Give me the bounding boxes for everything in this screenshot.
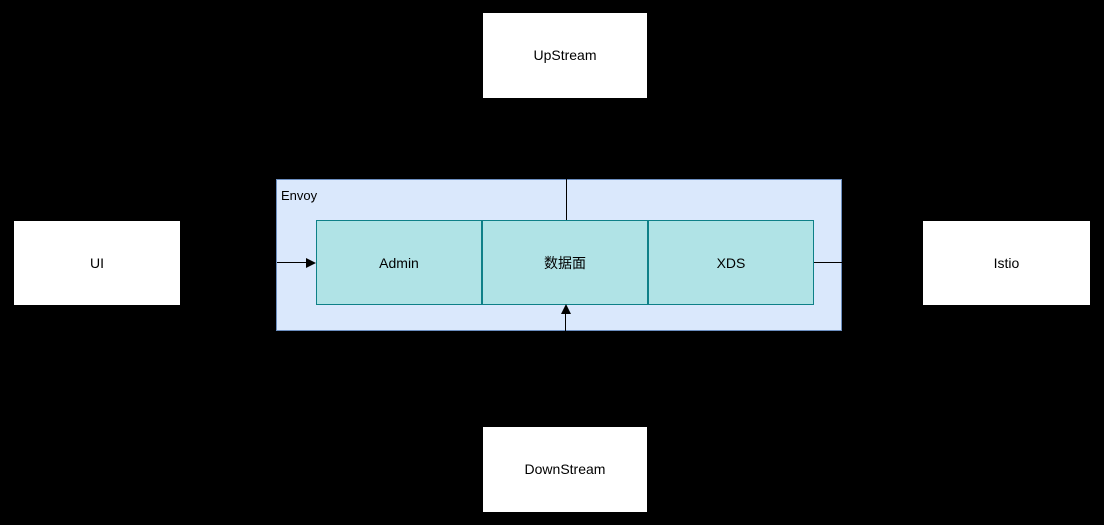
- node-upstream-label: UpStream: [533, 47, 597, 64]
- node-dataplane-label: 数据面: [544, 254, 586, 271]
- node-admin-label: Admin: [379, 254, 419, 271]
- node-xds-label: XDS: [716, 254, 746, 271]
- arrowhead-ui-to-admin: [306, 258, 316, 268]
- node-downstream[interactable]: DownStream: [483, 427, 647, 512]
- edge-ui-to-admin: [277, 262, 308, 263]
- edge-xds-to-istio: [814, 262, 842, 263]
- edge-downstream-to-dataplane: [565, 312, 566, 331]
- edge-upstream-to-dataplane: [566, 179, 567, 221]
- node-upstream[interactable]: UpStream: [483, 13, 647, 98]
- node-istio-label: Istio: [993, 254, 1020, 271]
- arrowhead-downstream-to-dataplane: [561, 304, 571, 314]
- node-downstream-label: DownStream: [524, 461, 606, 478]
- node-admin[interactable]: Admin: [316, 220, 482, 305]
- node-ui-label: UI: [90, 254, 104, 271]
- node-ui[interactable]: UI: [14, 221, 180, 305]
- node-xds[interactable]: XDS: [648, 220, 814, 305]
- node-dataplane[interactable]: 数据面: [482, 220, 648, 305]
- node-istio[interactable]: Istio: [923, 221, 1090, 305]
- node-envoy-label: Envoy: [281, 188, 318, 203]
